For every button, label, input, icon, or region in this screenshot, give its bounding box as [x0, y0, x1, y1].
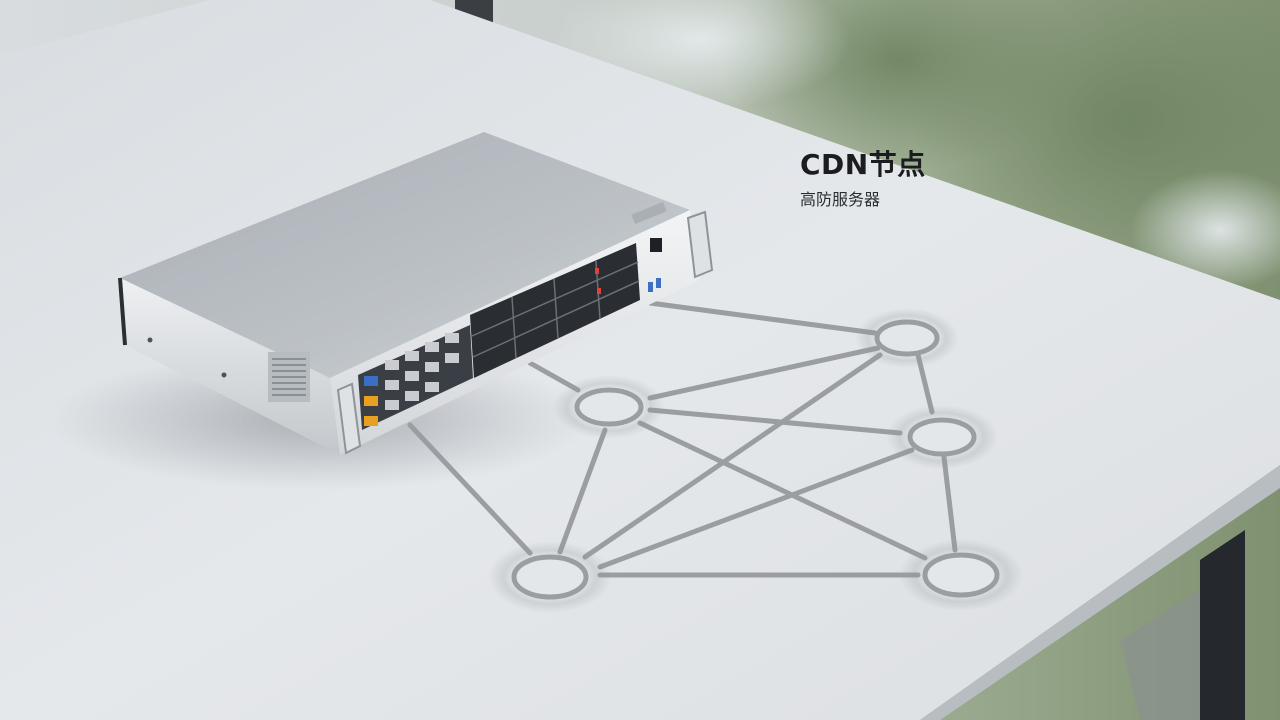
sky-blur [1130, 170, 1280, 290]
network-node [899, 539, 1023, 611]
server-top-panel [120, 132, 690, 378]
drive-status-led [595, 268, 599, 274]
floor-shadow [1120, 590, 1200, 720]
id-label [631, 201, 667, 225]
network-node [553, 375, 665, 439]
rack-handle-right [686, 210, 714, 279]
network-node [855, 308, 959, 368]
drive-status-led [597, 288, 601, 294]
table-leg [1200, 530, 1245, 720]
product-caption: CDN节点 高防服务器 [800, 148, 926, 210]
network-ports [385, 333, 459, 410]
power-button [650, 238, 662, 252]
network-node [488, 541, 612, 613]
product-subtitle: 高防服务器 [800, 190, 881, 209]
rack-server [118, 132, 714, 455]
side-screw [147, 337, 153, 343]
port-indicator [364, 376, 378, 386]
port-indicator [364, 396, 378, 406]
rack-handle-left [336, 382, 362, 455]
usb-port [656, 278, 661, 288]
usb-port [648, 282, 653, 292]
port-indicator [364, 416, 378, 426]
product-title: CDN节点 [800, 148, 926, 181]
network-links [407, 300, 958, 578]
server-side-panel [120, 278, 340, 455]
network-nodes [488, 308, 1023, 613]
table-edge [920, 465, 1280, 720]
network-node [886, 405, 998, 469]
side-screw [221, 372, 227, 378]
side-vent [268, 352, 310, 402]
